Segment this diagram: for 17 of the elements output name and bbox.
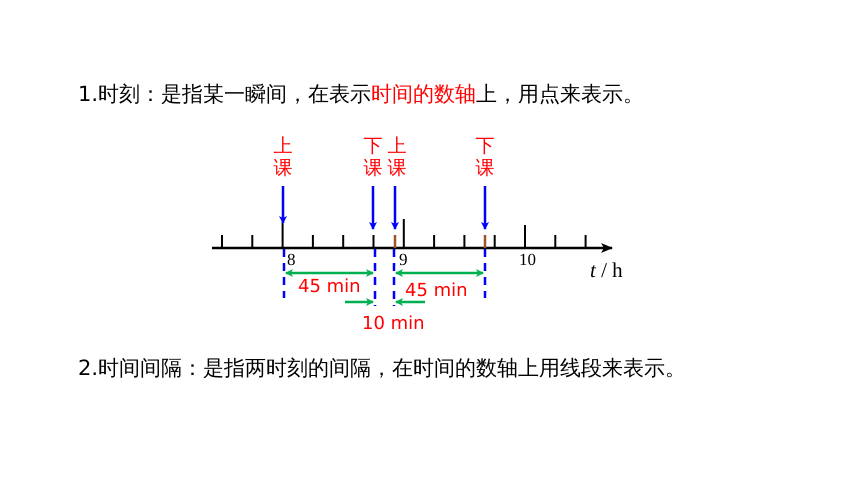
arrow	[279, 186, 287, 224]
arrow	[481, 186, 489, 230]
duration-label: 10 min	[362, 313, 425, 335]
tick-label: 10	[519, 250, 536, 270]
label-text: 下课	[474, 136, 496, 180]
tick-label: 8	[287, 250, 296, 270]
statement-text: 2.时间间隔：是指两时刻的间隔，在时间的数轴上用线段来表示。	[78, 356, 686, 382]
tick-label: 9	[399, 250, 408, 270]
label-text: 上课	[386, 136, 408, 180]
duration-label: 45 min	[405, 280, 468, 302]
arrow	[369, 186, 377, 230]
duration-label: 45 min	[298, 276, 361, 298]
label-text: 下课	[362, 136, 384, 180]
statement-text: 1.时刻：是指某一瞬间，在表示时间的数轴上，用点来表示。	[78, 82, 644, 108]
arrow	[391, 186, 399, 230]
axis-label: t / h	[590, 258, 623, 284]
label-text: 上课	[272, 136, 294, 180]
